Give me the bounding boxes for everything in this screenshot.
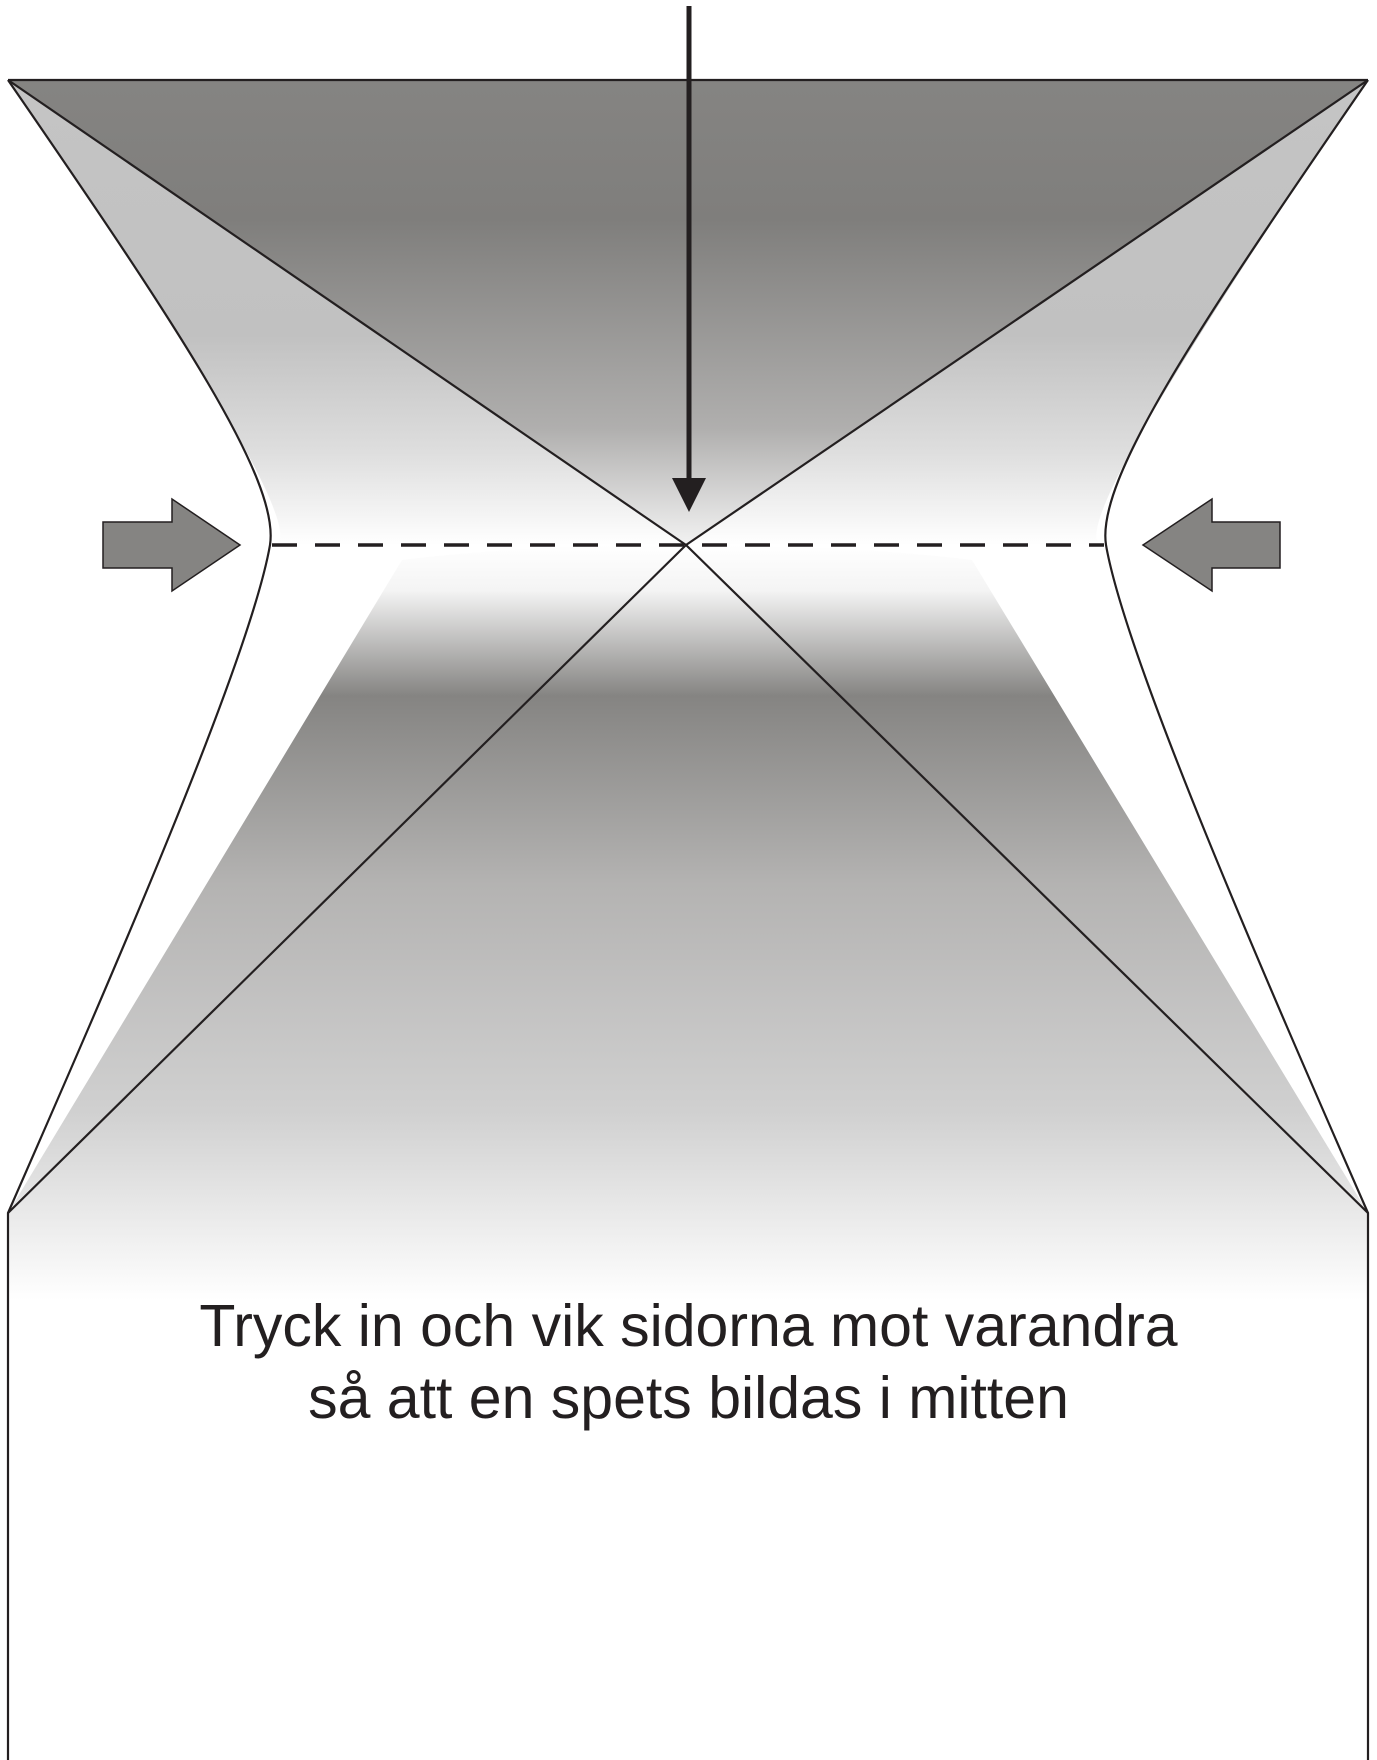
arrow-left-icon bbox=[1143, 499, 1280, 591]
arrow-right-icon bbox=[103, 499, 240, 591]
instruction-text-line-2: så att en spets bildas i mitten bbox=[0, 1362, 1377, 1434]
instruction-text-line-1: Tryck in och vik sidorna mot varandra bbox=[0, 1290, 1377, 1362]
